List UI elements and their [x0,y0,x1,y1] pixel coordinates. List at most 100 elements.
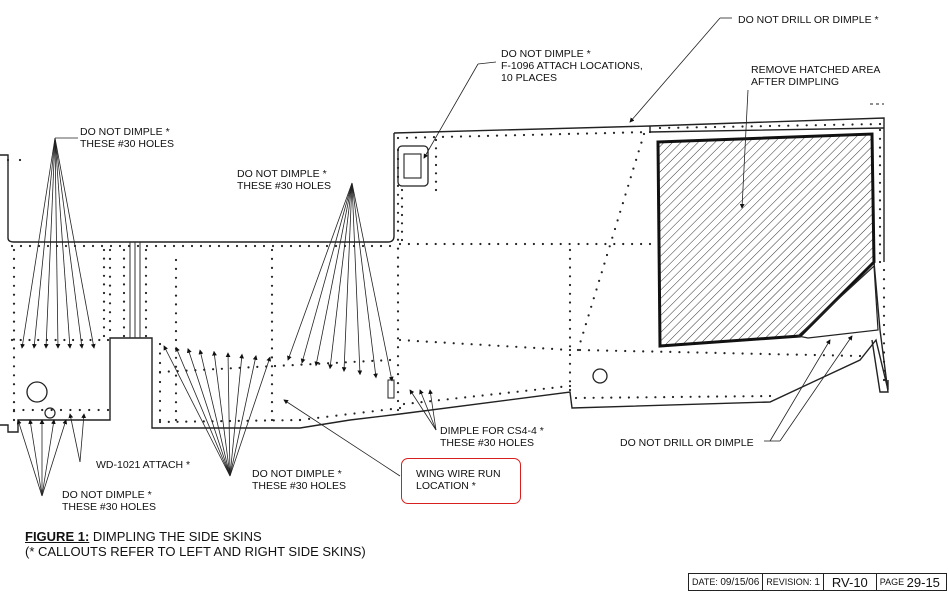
rivet-hole [858,354,862,358]
rivet-hole [550,242,553,246]
leader-line [198,349,231,477]
rivet-hole [608,245,611,248]
rivet-hole [560,348,563,351]
rivet-hole [59,408,63,412]
rivet-hole [499,392,502,395]
rivet-hole [102,326,106,329]
label-mid-lower-holes: DO NOT DIMPLE *THESE #30 HOLES [252,468,346,492]
rivet-hole [524,346,527,349]
rivet-hole [542,347,545,350]
rivet-hole [742,395,745,398]
rivet-hole [136,244,140,248]
rivet-hole [611,236,614,239]
rivet-hole [106,408,110,412]
rivet-hole [551,386,554,389]
rivet-hole [425,340,428,343]
rivet-hole [158,352,162,355]
revision-cell: REVISION: 1 [763,574,824,590]
rivet-hole [434,188,438,192]
rivet-hole [407,242,410,246]
rivet-hole [174,312,178,315]
rivet-hole [497,242,500,246]
rivet-hole [768,394,772,398]
rivet-hole [768,124,772,128]
rivet-hole [122,248,126,252]
rivet-hole [804,353,807,356]
rivet-hole [663,396,666,399]
rivet-hole [290,419,293,422]
rivet-hole [592,396,595,399]
rivet-hole [370,244,374,248]
rivet-hole [760,395,763,398]
rivet-hole [270,347,274,350]
rivet-hole [823,123,827,127]
rivet-hole [167,420,170,423]
rivet-hole [362,360,365,363]
rivet-hole [316,244,320,248]
rivet-hole [568,327,572,330]
rivet-hole [12,329,16,332]
rivet-hole [102,317,106,320]
rivet-hole [882,378,886,382]
rivet-hole [669,350,672,353]
date-label: DATE: [692,577,718,587]
rivet-hole [869,123,872,126]
rivet-hole [334,244,338,248]
rivet-hole [12,302,16,305]
rivet-hole [637,150,640,153]
rivet-hole [100,244,104,248]
rivet-hole [396,382,400,385]
rivet-hole [882,278,886,281]
rivet-hole [97,408,100,412]
rivet-hole [568,310,572,313]
rivet-hole [603,132,607,135]
leader-line [428,389,437,431]
rivet-hole [723,125,726,128]
leader-line [300,182,353,364]
rivet-hole [698,395,701,398]
rivet-hole [568,380,572,383]
rivet-hole [704,126,707,129]
rivet-hole [648,130,652,134]
rivet-hole [707,395,710,398]
rivet-hole [459,135,463,138]
rivet-hole [878,234,882,237]
leader-line [32,137,56,349]
rivet-hole [122,317,126,320]
rivet-hole [256,365,259,368]
rivet-hole [46,244,50,248]
rivet-hole [668,126,671,129]
rivet-hole [91,244,95,248]
rivet-hole [568,345,572,348]
rivet-hole [271,244,275,248]
label-f1096-attach: DO NOT DIMPLE *F-1096 ATTACH LOCATIONS,1… [501,48,643,84]
rivet-hole [396,399,400,403]
rivet-hole [882,268,886,272]
rivet-hole [122,257,126,260]
rivet-hole [405,136,409,139]
rivet-hole [396,193,400,196]
rivet-hole [12,266,16,269]
rivet-hole [583,396,586,399]
rivet-hole [253,244,257,248]
rivet-hole [402,402,406,406]
rivet-hole [515,345,518,348]
rivet-hole [398,242,402,246]
rivet-hole [244,244,248,248]
rivet-hole [280,244,284,248]
rivet-hole [695,126,698,129]
rivet-hole [576,348,580,352]
rivet-hole [309,363,312,366]
rivet-hole [523,242,527,246]
rivet-hole [64,244,68,248]
rivet-hole [396,238,400,241]
rivet-hole [238,366,241,369]
rivet-hole [651,350,654,353]
rivet-hole [479,343,482,346]
rivet-hole [396,136,400,140]
rivet-hole [568,242,571,246]
rivet-hole [488,344,491,347]
rivet-hole [516,390,519,393]
leader-line [351,182,394,382]
rivet-hole [882,360,886,363]
